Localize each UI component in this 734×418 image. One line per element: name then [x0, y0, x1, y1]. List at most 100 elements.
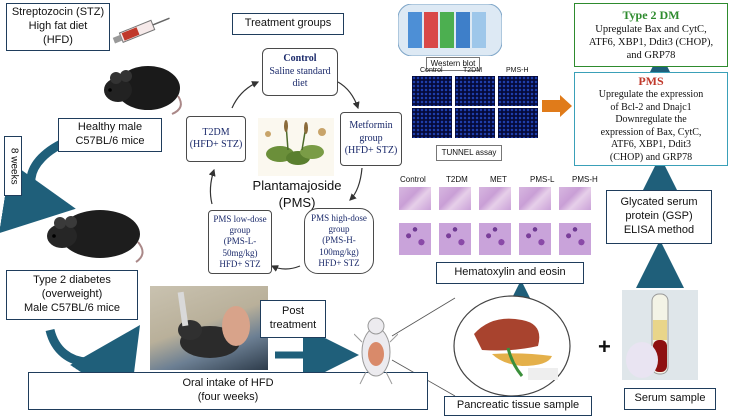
pms-result-title: PMS: [638, 74, 664, 88]
pms-result-box: PMS Upregulate the expression of Bcl-2 a…: [574, 72, 728, 166]
he-bottom-4: [518, 222, 552, 256]
tunnel-image-1: [412, 76, 452, 106]
group-t2dm: T2DM (HFD+ STZ): [186, 116, 246, 162]
induction-box: Streptozocin (STZ) High fat diet (HFD): [6, 3, 110, 51]
pancreas-organ-image: [453, 295, 571, 397]
pancreatic-tissue-box: Pancreatic tissue sample: [444, 396, 592, 416]
pms-low-line5: HFD+ STZ: [219, 258, 261, 269]
cycle-arrow-4: [270, 265, 301, 272]
metformin-line2: group: [359, 132, 383, 144]
metformin-line1: Metformin: [349, 120, 393, 132]
he-col-3: MET: [490, 175, 507, 184]
pms-high-line1: PMS high-dose: [311, 212, 367, 223]
western-blot-box: Western blot: [426, 57, 480, 71]
healthy-line1: Healthy male: [77, 121, 143, 134]
diabetic-mouse-image: [47, 210, 144, 263]
t2dm-line2: (HFD+ STZ): [189, 139, 243, 150]
he-col-1: Control: [400, 175, 426, 184]
center-title: Plantamajoside (PMS): [232, 178, 362, 212]
he-top-5: [558, 186, 592, 211]
syringe-icon: [112, 17, 170, 44]
cycle-arrow-1: [231, 81, 260, 109]
pms-high-line2: group: [328, 224, 350, 235]
type2dm-line2: ATF6, XBP1, Ddit3 (CHOP),: [588, 36, 714, 48]
group-pms-low: PMS low-dose group (PMS-L- 50mg/kg) HFD+…: [208, 210, 272, 274]
group-control: Control Saline standard diet: [262, 48, 338, 96]
he-bottom-5: [558, 222, 592, 256]
tunnel-image-4: [412, 108, 452, 138]
tunnel-assay-label: TUNNEL assay: [441, 148, 497, 157]
oral-gavage-photo: [150, 286, 268, 370]
control-line2: Saline standard: [269, 65, 331, 77]
cycle-arrow-2: [337, 81, 360, 110]
tunnel-col-3: PMS-H: [506, 67, 529, 74]
he-col-5: PMS-H: [572, 175, 598, 184]
plantamajoside-label: Plantamajoside: [252, 178, 342, 193]
oral-line2: (four weeks): [197, 391, 259, 403]
he-box: Hematoxylin and eosin: [436, 262, 584, 284]
diabetes-line1: Type 2 diabetes: [33, 274, 111, 287]
pms-result-line6: (CHOP) and GRP78: [609, 151, 693, 163]
post-line2: treatment: [269, 319, 317, 331]
diabetes-box: Type 2 diabetes (overweight) Male C57BL/…: [6, 270, 138, 320]
he-top-2: [438, 186, 472, 211]
induction-line3: (HFD): [43, 33, 73, 46]
he-bottom-3: [478, 222, 512, 256]
gsp-line2: protein (GSP): [625, 210, 693, 223]
group-metformin: Metformin group (HFD+ STZ): [340, 112, 402, 166]
type2dm-line3: and GRP78: [626, 50, 676, 62]
induction-line2: High fat diet: [28, 20, 88, 33]
pms-low-line3: (PMS-L-: [223, 236, 257, 247]
t2dm-line1: T2DM: [202, 126, 230, 138]
metformin-line3: (HFD+ STZ): [344, 145, 398, 157]
tunnel-assay-box: TUNNEL assay: [436, 145, 502, 161]
he-bottom-2: [438, 222, 472, 256]
diabetes-line3: Male C57BL/6 mice: [24, 301, 120, 314]
pms-low-line1: PMS low-dose: [213, 213, 267, 224]
he-bottom-1: [398, 222, 432, 256]
tunnel-col-2: T2DM: [463, 67, 483, 74]
serum-sample-box: Serum sample: [624, 388, 716, 410]
pms-abbrev-label: (PMS): [278, 194, 316, 210]
control-line3: diet: [292, 78, 308, 90]
diabetes-line2: (overweight): [41, 288, 103, 301]
pms-low-line2: group: [229, 225, 251, 236]
gsp-box: Glycated serum protein (GSP) ELISA metho…: [606, 190, 712, 244]
cycle-arrow-5: [208, 168, 216, 205]
he-top-4: [518, 186, 552, 211]
he-col-2: T2DM: [446, 175, 468, 184]
type2dm-result-box: Type 2 DM Upregulate Bax and CytC, ATF6,…: [574, 3, 728, 67]
dissected-mouse-image: [354, 317, 398, 385]
weeks-box: 8 weeks: [4, 136, 22, 196]
pms-high-line5: HFD+ STZ: [318, 257, 360, 268]
pms-result-line4: expression of Bax, CytC,: [600, 126, 702, 138]
gsp-line3: ELISA method: [623, 223, 695, 236]
western-blot-label: Western blot: [430, 59, 476, 68]
treatment-groups-box: Treatment groups: [232, 13, 344, 35]
type2dm-line1: Upregulate Bax and CytC,: [595, 23, 707, 35]
plus-sign: +: [598, 334, 611, 359]
group-pms-high: PMS high-dose group (PMS-H- 100mg/kg) HF…: [304, 208, 374, 274]
tunnel-image-5: [455, 108, 495, 138]
tunnel-image-3: [498, 76, 538, 106]
orange-arrow: [542, 95, 572, 117]
pms-result-line5: ATF6, XBP1, Ddit3: [610, 139, 691, 150]
pms-high-line3: (PMS-H-: [322, 235, 356, 246]
he-col-4: PMS-L: [530, 175, 555, 184]
healthy-mice-box: Healthy male C57BL/6 mice: [58, 118, 162, 152]
western-blot-image: [398, 4, 502, 56]
healthy-line2: C57BL/6 mice: [75, 135, 145, 147]
plantago-plant-image: [258, 118, 334, 176]
tunnel-col-1: Control: [420, 67, 443, 74]
pancreatic-label: Pancreatic tissue sample: [456, 399, 580, 412]
pms-result-line2: of Bcl-2 and Dnajc1: [610, 101, 692, 113]
healthy-mouse-image: [104, 66, 182, 115]
pms-result-line3: Downregulate the: [615, 114, 687, 125]
serum-label: Serum sample: [634, 392, 706, 405]
weeks-label: 8 weeks: [8, 147, 20, 185]
oral-intake-box: Oral intake of HFD (four weeks): [28, 372, 428, 410]
he-label: Hematoxylin and eosin: [454, 266, 566, 279]
post-treatment-box: Post treatment: [260, 300, 326, 338]
pms-low-line4: 50mg/kg): [222, 247, 258, 258]
tunnel-image-2: [455, 76, 495, 106]
